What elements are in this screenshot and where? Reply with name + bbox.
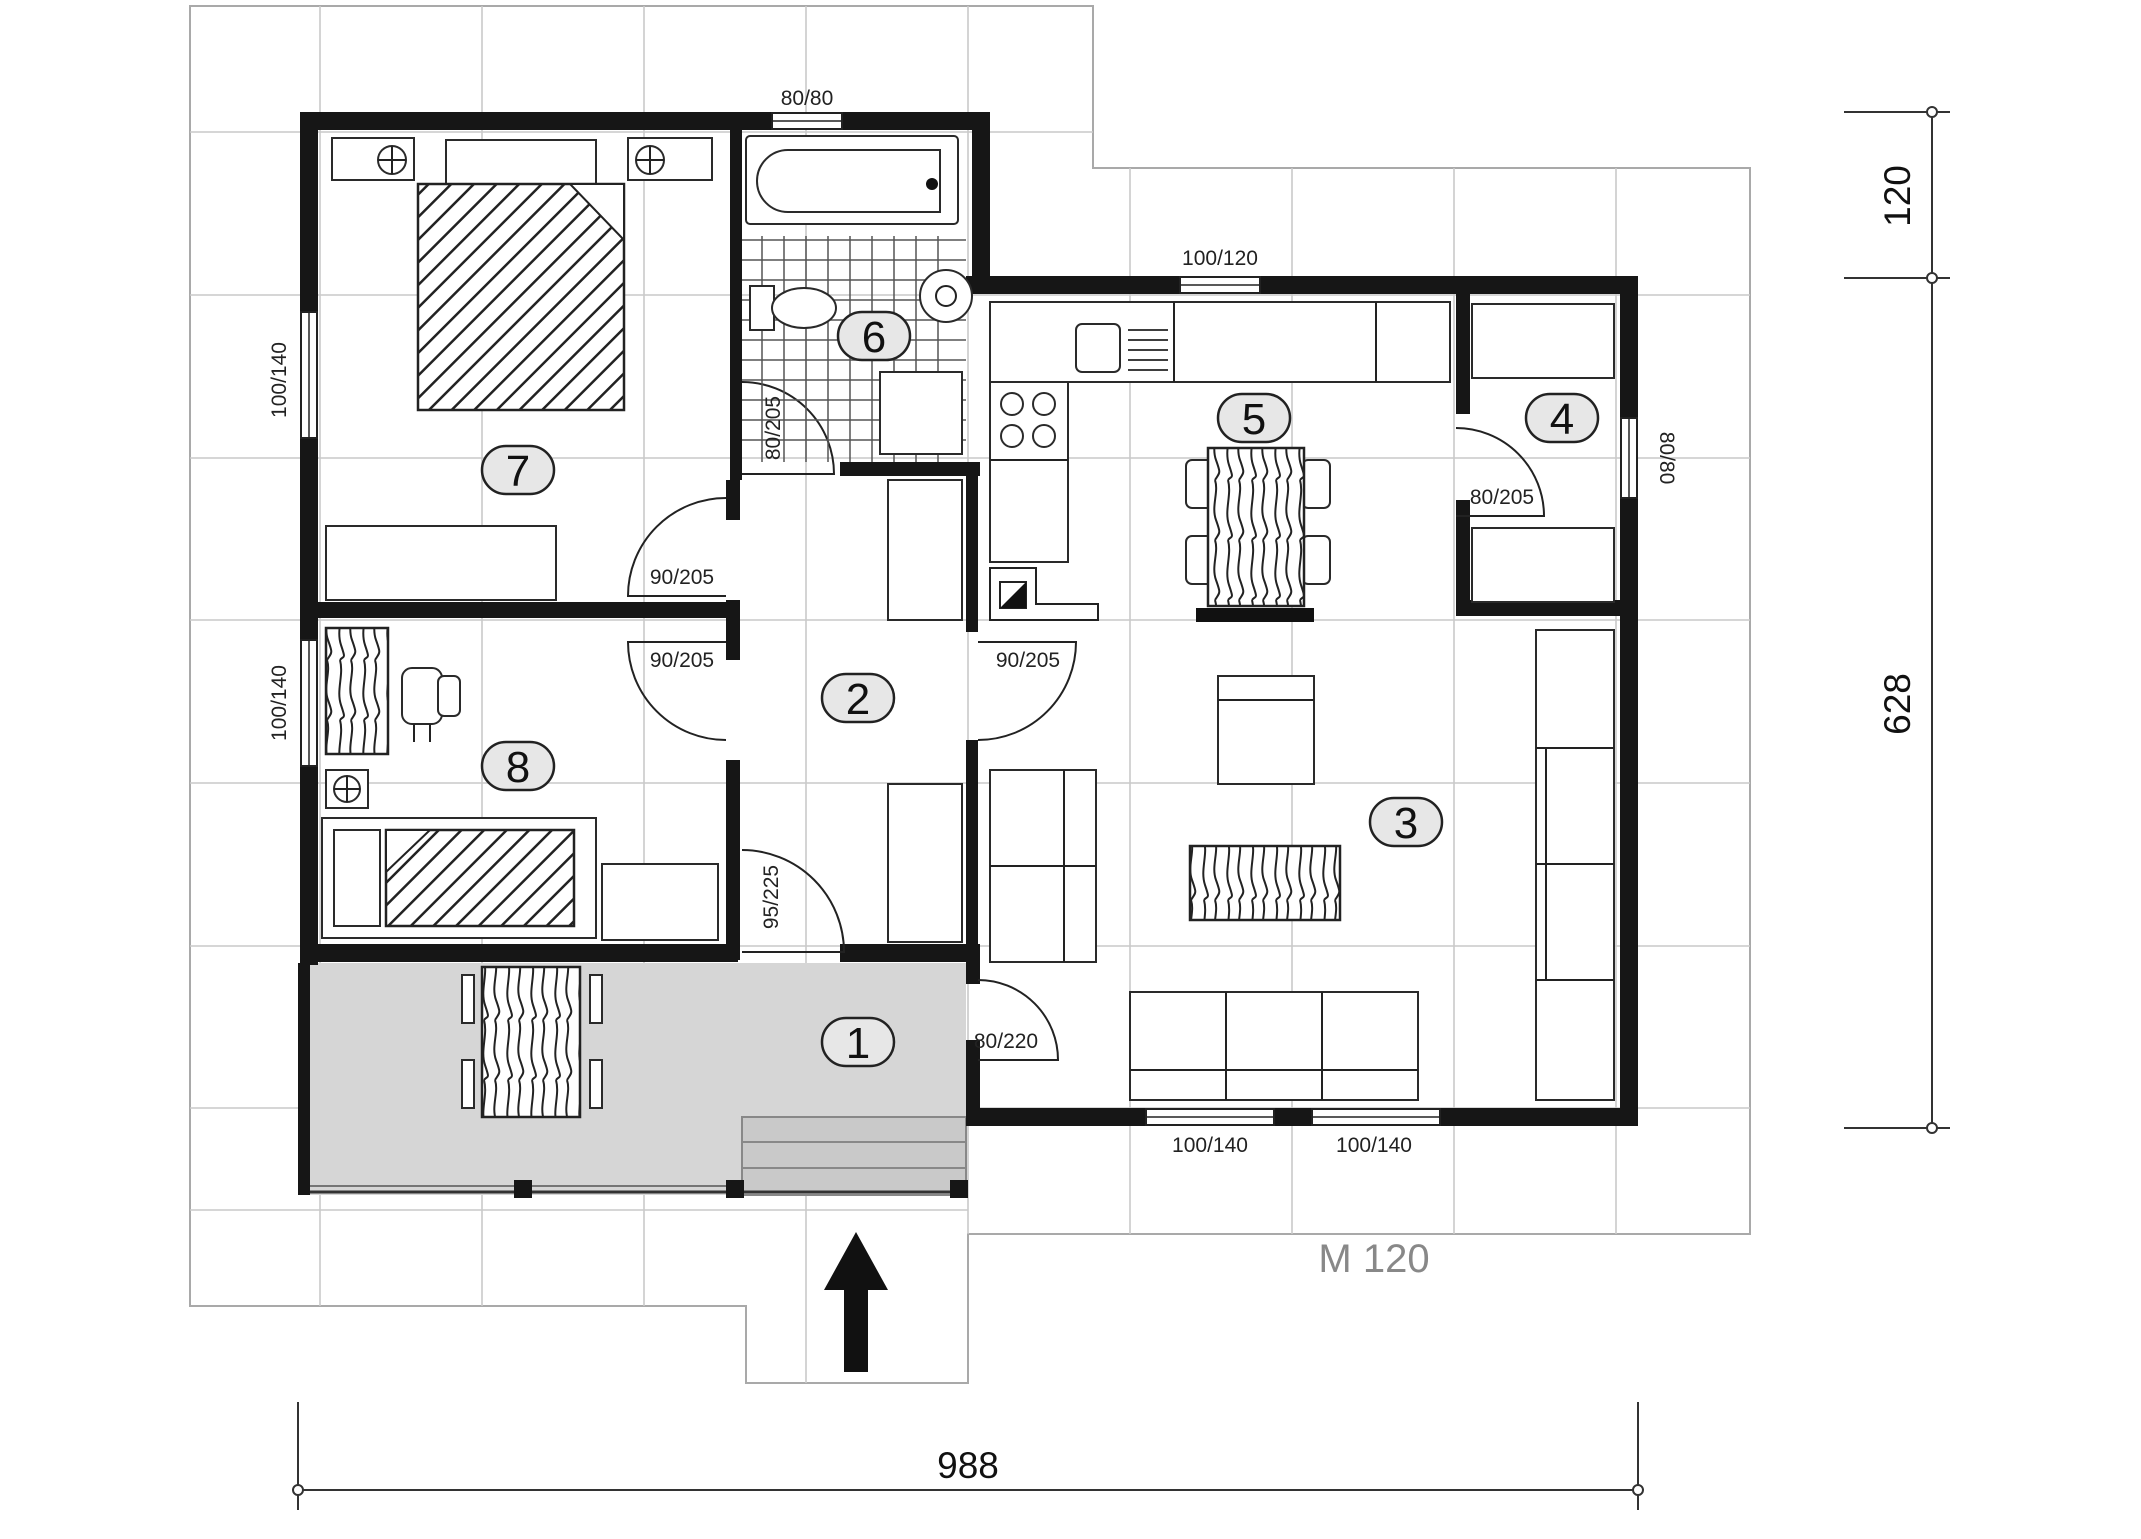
living-3-furniture bbox=[989, 629, 1615, 1101]
room-number: 1 bbox=[846, 1019, 870, 1068]
door-label-hall-entry: 95/225 bbox=[760, 865, 783, 929]
room-badge-6: 6 bbox=[836, 310, 912, 362]
door-label-room-4: 80/205 bbox=[1470, 486, 1534, 509]
room-number: 7 bbox=[506, 447, 530, 496]
door-label-bedroom-7: 90/205 bbox=[650, 566, 714, 589]
room-number: 6 bbox=[862, 313, 886, 362]
room-number: 3 bbox=[1394, 799, 1418, 848]
model-label: M 120 bbox=[1318, 1237, 1429, 1281]
window-label-room-4: 80/80 bbox=[1655, 432, 1678, 485]
window-label-bedroom-8: 100/140 bbox=[268, 665, 291, 741]
hall-2-furniture bbox=[887, 479, 963, 943]
room-badge-3: 3 bbox=[1368, 796, 1444, 848]
room-badge-2: 2 bbox=[820, 672, 896, 724]
room-badge-4: 4 bbox=[1524, 392, 1600, 444]
depth-total-dimension-label: 628 bbox=[1877, 673, 1918, 735]
depth-top-dimension-label: 120 bbox=[1877, 165, 1918, 227]
walls bbox=[300, 112, 1638, 1126]
door-label-living: 90/205 bbox=[996, 649, 1060, 672]
room-4-furniture bbox=[1471, 303, 1615, 603]
window-label-living-1: 100/140 bbox=[1172, 1134, 1248, 1157]
door-label-terrace-living: 80/220 bbox=[974, 1030, 1038, 1053]
room-number: 8 bbox=[506, 743, 530, 792]
dimension-depth: 120 628 bbox=[1844, 106, 1950, 1134]
opening-labels: 80/80 100/120 100/140 100/140 80/80 100/… bbox=[268, 87, 1678, 1157]
window-label-bath: 80/80 bbox=[781, 87, 834, 110]
door-label-bedroom-8: 90/205 bbox=[650, 649, 714, 672]
door-label-bath: 80/205 bbox=[762, 396, 785, 460]
room-badge-7: 7 bbox=[480, 444, 556, 496]
room-badge-1: 1 bbox=[820, 1016, 896, 1068]
kitchen-5-furniture bbox=[989, 301, 1451, 622]
bedroom-7-furniture bbox=[325, 137, 713, 601]
bedroom-8-furniture bbox=[321, 626, 719, 941]
terrace bbox=[298, 963, 968, 1198]
dimension-width: 988 bbox=[292, 1402, 1644, 1510]
room-number: 5 bbox=[1242, 395, 1266, 444]
room-number: 4 bbox=[1550, 395, 1574, 444]
width-dimension-label: 988 bbox=[937, 1445, 999, 1486]
window-label-kitchen: 100/120 bbox=[1182, 247, 1258, 270]
room-badges: 1 2 3 4 5 6 7 8 bbox=[480, 310, 1600, 1068]
window-label-living-2: 100/140 bbox=[1336, 1134, 1412, 1157]
window-label-bedroom-7: 100/140 bbox=[268, 342, 291, 418]
room-badge-8: 8 bbox=[480, 740, 556, 792]
entrance-arrow-icon bbox=[824, 1232, 888, 1372]
terrace-dining-table bbox=[461, 965, 603, 1119]
windows bbox=[300, 112, 1638, 1126]
room-badge-5: 5 bbox=[1216, 392, 1292, 444]
room-number: 2 bbox=[846, 675, 870, 724]
